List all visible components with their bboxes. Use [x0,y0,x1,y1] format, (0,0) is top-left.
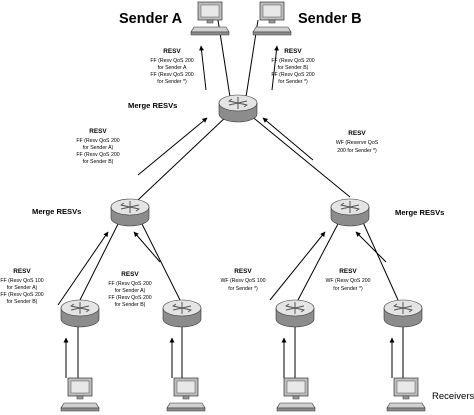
svg-text:RESV: RESV [121,271,139,278]
svg-text:RESV: RESV [284,48,302,55]
resv-block-low-left-2: RESV FF (Resv QoS 200 for Sender A) FF (… [108,271,151,308]
router-icon [162,299,202,328]
arrow-icon [137,117,208,176]
computer-icon [252,1,292,36]
merge-label-top: Merge RESVs [128,101,177,110]
svg-text:200 for Sender *): 200 for Sender *) [337,148,377,154]
svg-text:RESV: RESV [13,268,31,275]
arrow-icon [271,45,279,91]
svg-text:FF (Resv QoS 200: FF (Resv QoS 200 [108,295,151,301]
svg-text:for Sender A): for Sender A) [115,288,146,294]
svg-text:RESV: RESV [163,48,181,55]
resv-block-low-right-1: RESV WF (Resv QoS 100 for Sender *) [221,268,266,292]
computer-icon [166,377,206,412]
router-icon [275,299,315,328]
arrow-icon [269,231,326,301]
router-icon [60,299,100,328]
svg-text:FF (Resv QoS 200: FF (Resv QoS 200 [108,281,151,287]
svg-text:for Sender B): for Sender B) [278,65,309,71]
router-icon [110,198,150,227]
receivers-label: Receivers [432,391,474,402]
svg-text:WF (Resv QoS 100: WF (Resv QoS 100 [221,278,266,284]
router-icon [330,198,370,227]
arrow-icon [57,231,109,306]
arrow-icon [199,45,207,91]
arrow-icon [355,231,387,263]
svg-text:FF (Resv QoS 200: FF (Resv QoS 200 [76,138,119,144]
computer-icon [60,377,100,412]
resv-block-mid-right: RESV WF (Reserve QoS 200 for Sender *) [336,130,379,154]
svg-text:for Sender A): for Sender A) [7,285,38,291]
router-icon [218,94,258,123]
svg-text:FF (Resv QoS 200: FF (Resv QoS 200 [271,72,314,78]
arrow-icon [262,117,314,161]
svg-text:WF (Reserve QoS: WF (Reserve QoS [336,140,379,146]
svg-text:WF (Resv QoS 200: WF (Resv QoS 200 [326,278,371,284]
resv-block-low-right-2: RESV WF (Resv QoS 200 for Sender *) [326,268,371,292]
svg-text:RESV: RESV [339,268,357,275]
svg-text:for Sender *): for Sender *) [228,286,258,292]
sender-b-label: Sender B [298,11,362,27]
svg-text:for Sender *): for Sender *) [333,286,363,292]
svg-text:FF (Resv QoS 200: FF (Resv QoS 200 [271,58,314,64]
resv-block-top-a: RESV FF (Resv QoS 200 for Sender A FF (R… [150,48,193,85]
resv-block-mid-left: RESV FF (Resv QoS 200 for Sender A) FF (… [76,128,119,165]
sender-a-label: Sender A [119,11,183,27]
router-icon [383,299,423,328]
computer-icon [190,1,230,36]
svg-text:for Sender B): for Sender B) [7,299,38,305]
computer-icon [276,377,316,412]
svg-text:for Sender B): for Sender B) [83,159,114,165]
arrow-icon [133,231,161,263]
resv-block-top-b: RESV FF (Resv QoS 200 for Sender B) FF (… [271,48,314,85]
svg-text:RESV: RESV [89,128,107,135]
computer-icon [386,377,426,412]
svg-text:FF (Resv QoS 200: FF (Resv QoS 200 [150,58,193,64]
svg-text:for Sender A): for Sender A) [83,145,114,151]
svg-text:RESV: RESV [348,130,366,137]
resv-block-low-left-1: RESV FF (Resv QoS 100 for Sender A) FF (… [0,268,43,305]
svg-text:FF (Resv QoS 200: FF (Resv QoS 200 [76,152,119,158]
svg-text:RESV: RESV [234,268,252,275]
svg-text:for Sender *): for Sender *) [157,79,187,85]
svg-text:FF (Resv QoS 200: FF (Resv QoS 200 [150,72,193,78]
merge-label-right: Merge RESVs [395,208,444,217]
svg-text:FF (Resv QoS 200: FF (Resv QoS 200 [0,292,43,298]
links [77,19,404,385]
svg-text:for Sender B): for Sender B) [115,302,146,308]
svg-text:for Sender *): for Sender *) [278,79,308,85]
merge-label-left: Merge RESVs [32,207,81,216]
resv-arrows [57,45,395,378]
svg-text:for Sender A: for Sender A [158,65,187,71]
svg-text:FF (Resv QoS 100: FF (Resv QoS 100 [0,278,43,284]
